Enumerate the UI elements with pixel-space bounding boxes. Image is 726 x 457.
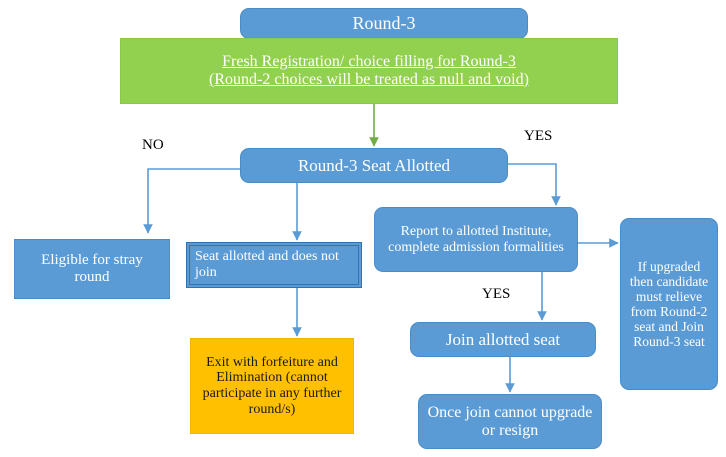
edge-label-yes-right: YES xyxy=(524,128,553,144)
node-report-to-institute[interactable]: Report to allotted Institute, complete a… xyxy=(374,207,578,272)
edge-no-to-stray-round xyxy=(143,168,240,234)
node-seat-allotted-not-join[interactable]: Seat allotted and does not join xyxy=(186,242,362,288)
node-once-join-cannot-upgrade[interactable]: Once join cannot upgrade or resign xyxy=(418,394,602,449)
cropped-header-text xyxy=(150,0,480,3)
node-round-3-seat-allotted[interactable]: Round-3 Seat Allotted xyxy=(240,148,508,183)
edge-yes-to-report xyxy=(508,163,561,206)
fresh-registration-line-2: (Round-2 choices will be treated as null… xyxy=(209,71,529,88)
fresh-registration-line-1: Fresh Registration/ choice filling for R… xyxy=(222,53,516,71)
node-fresh-registration[interactable]: Fresh Registration/ choice filling for R… xyxy=(120,38,618,104)
node-join-allotted-seat[interactable]: Join allotted seat xyxy=(410,322,596,357)
edge-label-yes-down: YES xyxy=(482,286,511,302)
node-eligible-for-stray-round[interactable]: Eligible for stray round xyxy=(14,239,170,299)
edge-label-no: NO xyxy=(142,137,164,153)
node-if-upgraded-relieve[interactable]: If upgraded then candidate must relieve … xyxy=(620,218,718,390)
node-round-3[interactable]: Round-3 xyxy=(240,8,528,39)
node-exit-with-forfeiture[interactable]: Exit with forfeiture and Elimination (ca… xyxy=(190,338,354,434)
